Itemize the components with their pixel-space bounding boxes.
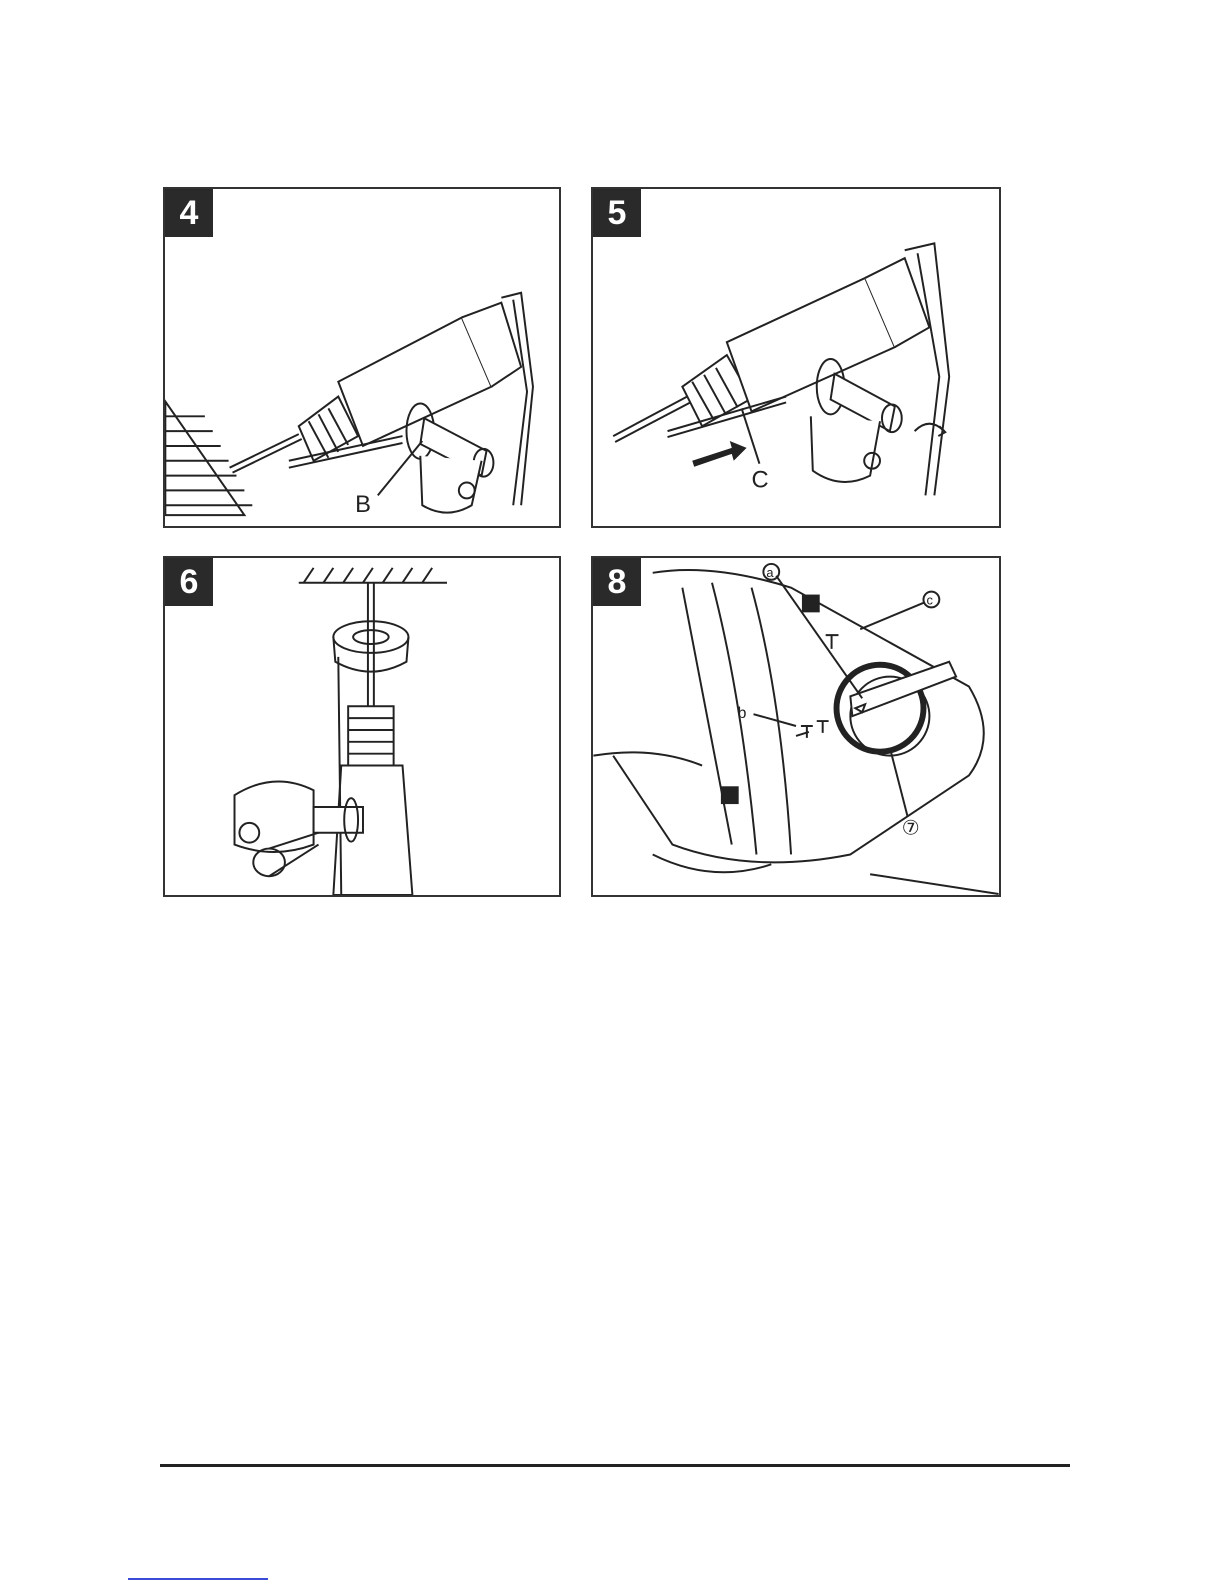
label-7: ⑦ bbox=[902, 818, 920, 840]
label-b: b bbox=[738, 705, 747, 722]
label-b: B bbox=[355, 492, 371, 518]
figure-4-panel: 4 B bbox=[163, 187, 561, 528]
figure-8-illustration: a c b ⑦ bbox=[593, 558, 999, 895]
figure-number-badge: 8 bbox=[593, 558, 641, 606]
figure-4-illustration: B bbox=[165, 189, 559, 526]
footer-rule bbox=[160, 1464, 1070, 1467]
figure-8-panel: 8 a c b ⑦ bbox=[591, 556, 1001, 897]
figure-number-badge: 5 bbox=[593, 189, 641, 237]
figure-5-panel: 5 C bbox=[591, 187, 1001, 528]
figure-5-illustration: C bbox=[593, 189, 999, 526]
figure-6-panel: 6 bbox=[163, 556, 561, 897]
figure-number-badge: 6 bbox=[165, 558, 213, 606]
label-a: a bbox=[766, 565, 774, 580]
label-c: C bbox=[752, 467, 769, 493]
figure-6-illustration bbox=[165, 558, 559, 895]
footer-link-underline bbox=[128, 1578, 268, 1580]
label-c: c bbox=[926, 592, 933, 607]
figure-number-badge: 4 bbox=[165, 189, 213, 237]
